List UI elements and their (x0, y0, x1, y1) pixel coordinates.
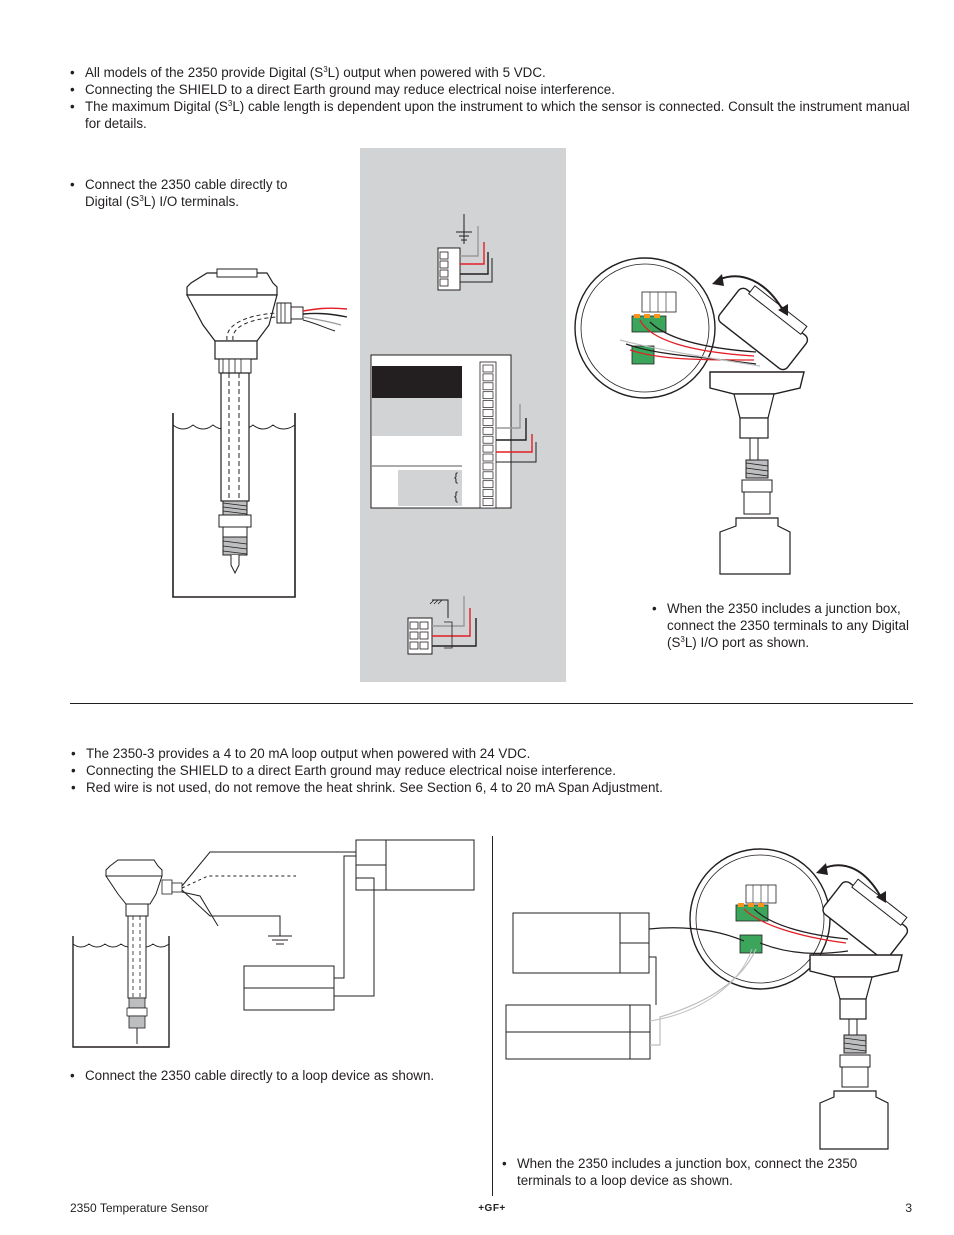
terminal-cell (482, 489, 494, 497)
instrument-terminal-strip (479, 361, 497, 509)
svg-text:{: { (454, 470, 458, 484)
digital-direct-sensor-diagram (172, 268, 348, 598)
loop-bullet-2: Connecting the SHIELD to a direct Earth … (71, 762, 911, 779)
terminal-cell (482, 409, 494, 417)
digital-junction-box-diagram (574, 257, 809, 575)
digital-terminal-diagrams: { { (370, 214, 537, 655)
loop-direct-note: Connect the 2350 cable directly to a loo… (70, 1067, 490, 1084)
terminal-cell (482, 426, 494, 435)
terminal-cell (482, 462, 494, 471)
loop-column-divider (492, 836, 493, 1196)
loop-junction-note: When the 2350 includes a junction box, c… (502, 1155, 902, 1189)
digital-bullets: All models of the 2350 provide Digital (… (70, 64, 910, 132)
page-number: 3 (905, 1201, 912, 1215)
loop-bullet-1: The 2350-3 provides a 4 to 20 mA loop ou… (71, 745, 911, 762)
digital-bullet-1: All models of the 2350 provide Digital (… (70, 64, 910, 81)
footer-title: 2350 Temperature Sensor (70, 1201, 209, 1215)
terminal-cell (482, 471, 494, 480)
terminal-cell (482, 453, 494, 462)
svg-text:{: { (454, 489, 458, 503)
loop-bullet-3: Red wire is not used, do not remove the … (71, 779, 911, 796)
digital-junction-note: When the 2350 includes a junction box, c… (652, 600, 922, 651)
terminal-cell (482, 444, 494, 453)
loop-junction-box-diagram (505, 848, 909, 1150)
terminal-cell (482, 498, 494, 506)
digital-bullet-3: The maximum Digital (S3L) cable length i… (70, 98, 910, 132)
digital-direct-note: Connect the 2350 cable directly to Digit… (70, 176, 320, 210)
terminal-cell (482, 400, 494, 408)
terminal-cell (482, 391, 494, 400)
loop-direct-diagram (72, 839, 475, 1048)
section-divider (70, 703, 913, 704)
terminal-cell (482, 364, 494, 373)
terminal-cell (482, 418, 494, 426)
terminal-cell (482, 480, 494, 489)
digital-bullet-2: Connecting the SHIELD to a direct Earth … (70, 81, 910, 98)
terminal-cell (482, 382, 494, 391)
terminal-cell (482, 373, 494, 382)
loop-bullets: The 2350-3 provides a 4 to 20 mA loop ou… (71, 745, 911, 796)
gf-logo: +GF+ (478, 1203, 506, 1214)
terminal-cell (482, 435, 494, 444)
